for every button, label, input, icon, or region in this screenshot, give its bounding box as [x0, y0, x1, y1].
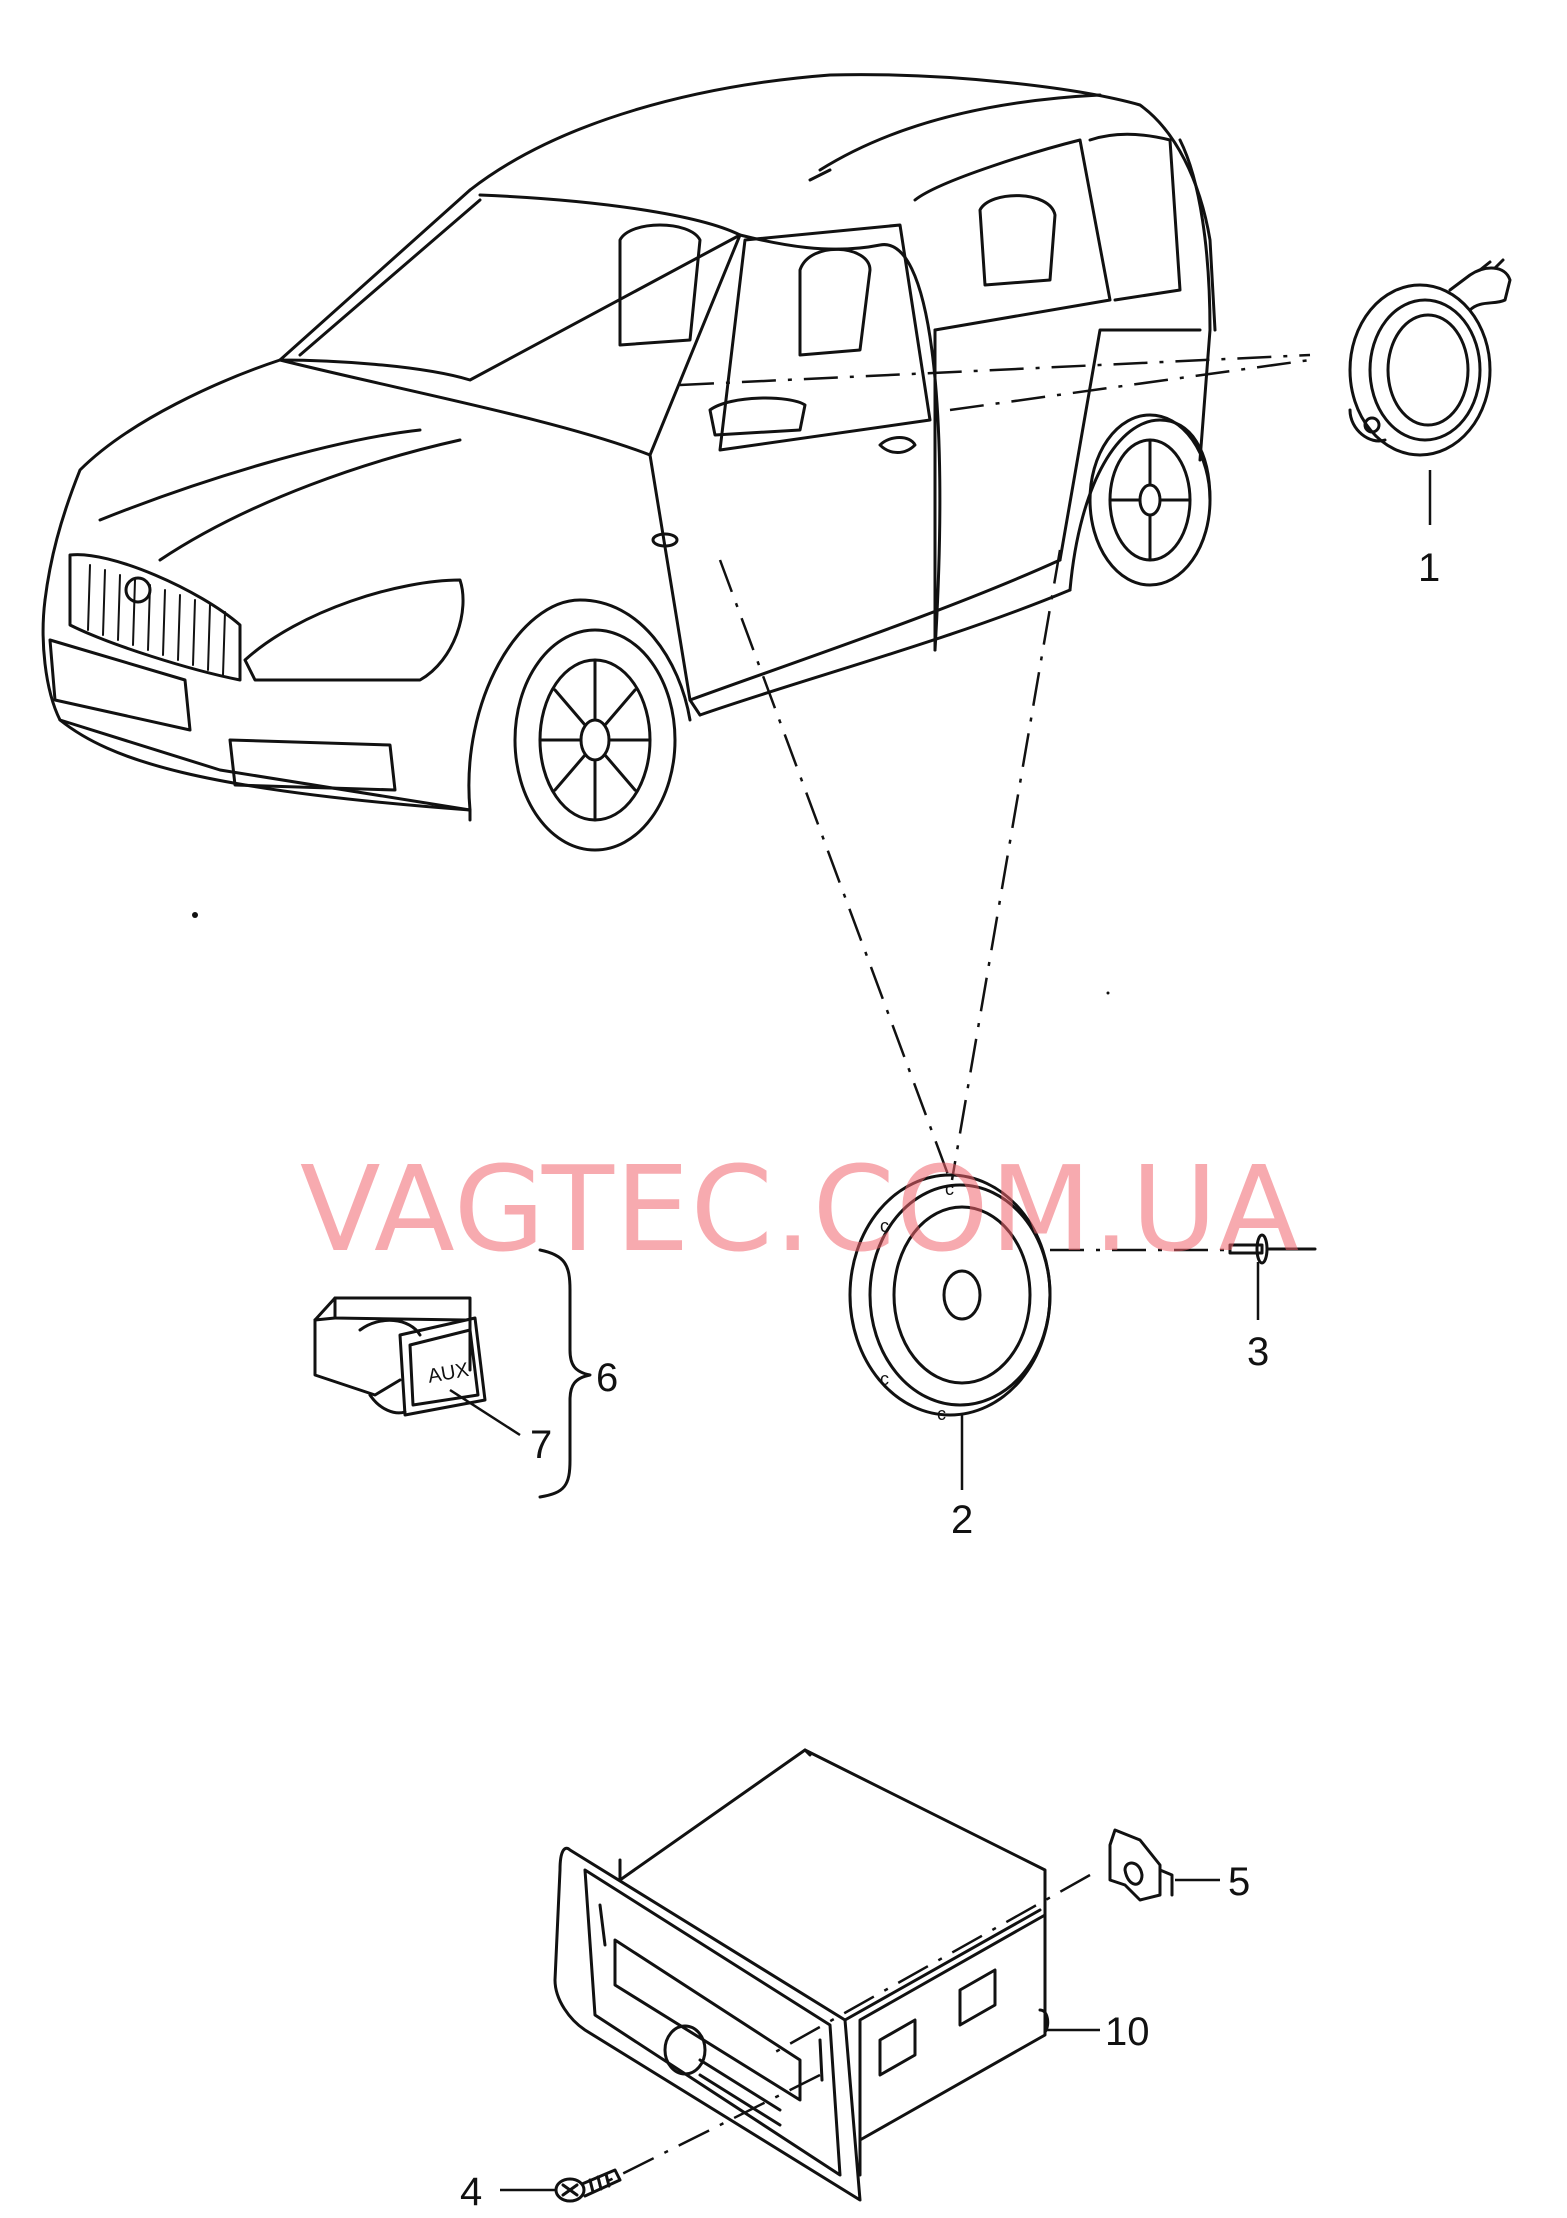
- svg-text:c: c: [945, 1179, 954, 1199]
- leader-lines: [449, 470, 1432, 2192]
- svg-text:c: c: [937, 1404, 946, 1424]
- speaker-2: [848, 1173, 1052, 1417]
- callout-6: 6: [596, 1356, 619, 1400]
- clip-5: [1108, 1828, 1174, 1902]
- stray-dot: [1106, 991, 1110, 995]
- svg-text:c: c: [880, 1216, 889, 1236]
- car-illustration: [41, 73, 1217, 852]
- screw-4: [554, 2168, 622, 2203]
- radio-unit: [553, 1748, 1050, 2202]
- watermark: VAGTEC.COM.UA: [299, 1140, 1301, 1278]
- stray-dot: [192, 912, 198, 918]
- aux-label: AUX: [426, 1359, 470, 1388]
- callout-5: 5: [1228, 1860, 1251, 1904]
- brace-6: [538, 1248, 592, 1499]
- speaker-1: [1348, 258, 1512, 457]
- projection-lines: [599, 353, 1311, 2187]
- callout-3: 3: [1247, 1330, 1270, 1374]
- callout-10: 10: [1105, 2010, 1150, 2054]
- svg-text:c: c: [880, 1369, 889, 1389]
- callout-4: 4: [460, 2170, 483, 2214]
- rivet-3: [1228, 1233, 1317, 1265]
- callout-2: 2: [951, 1498, 974, 1542]
- callout-7: 7: [530, 1423, 553, 1467]
- callout-1: 1: [1418, 546, 1441, 590]
- aux-socket: [313, 1296, 487, 1417]
- speaker-2-screw-markers: c c c c: [880, 1179, 954, 1424]
